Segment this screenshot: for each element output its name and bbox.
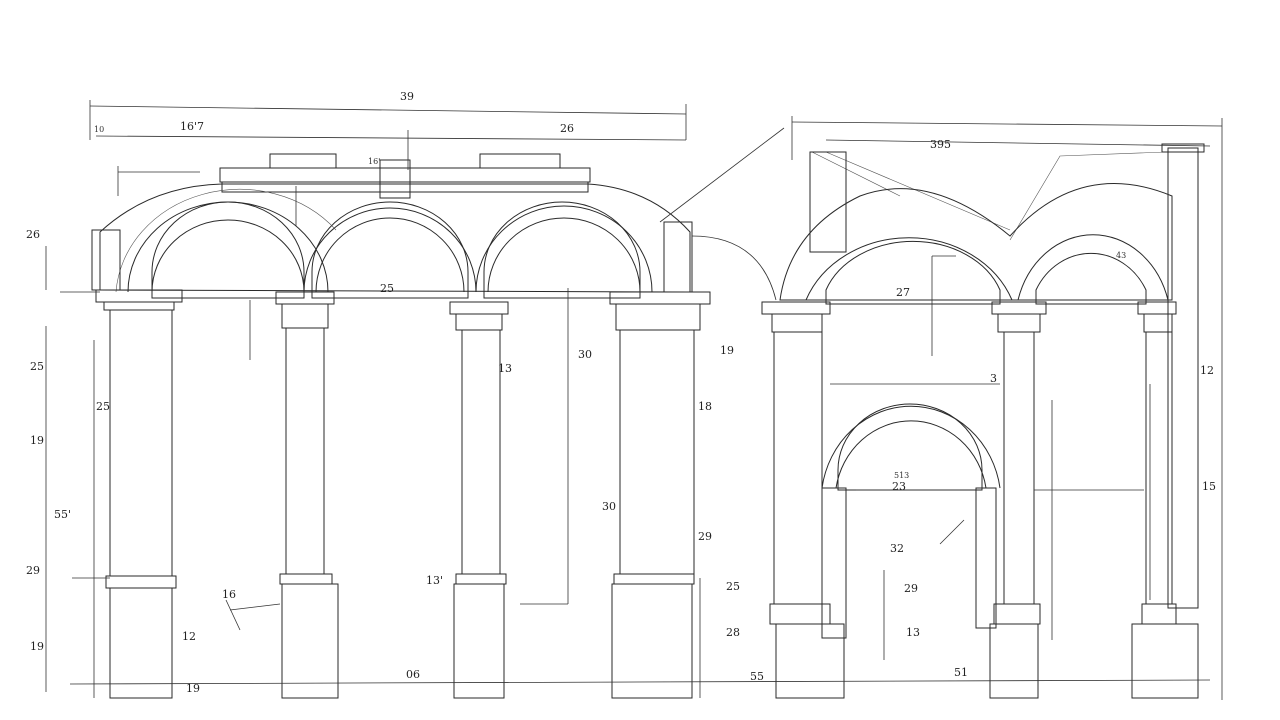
- left-arch-2-voussoir: [303, 207, 477, 293]
- right-inner-pier-left: [821, 487, 847, 639]
- label-l-side-2: 25: [30, 360, 44, 373]
- label-l-side-6: 25: [96, 400, 110, 413]
- left-arch-3-intrados: [487, 217, 641, 293]
- left-arch-3-voussoir: [475, 205, 653, 293]
- left-arch-1-voussoir: [127, 201, 329, 293]
- left-attic-block: [269, 153, 337, 169]
- left-column-3: [449, 301, 509, 699]
- label-mid-2: 13: [498, 362, 512, 375]
- label-l-side-7: 12: [182, 630, 196, 643]
- label-r-9: 15: [1202, 480, 1216, 493]
- label-left-corner: 10: [94, 125, 104, 134]
- left-arch-1-opening: [151, 201, 305, 299]
- dimension-lines: [45, 100, 1223, 700]
- label-bot-left: 19: [30, 640, 44, 653]
- label-mid-7: 16: [222, 588, 236, 601]
- label-l-side-5: 29: [26, 564, 40, 577]
- right-inner-arch-opening: [837, 403, 983, 491]
- label-l-side-4: 55': [54, 508, 71, 521]
- label-r-5: 32: [890, 542, 904, 555]
- label-right-top: 395: [930, 138, 951, 151]
- label-r-2: 3: [990, 372, 997, 385]
- right-roof-slope-2: [1009, 151, 1167, 241]
- label-mid-5: 18: [698, 400, 712, 413]
- right-gable-block: [809, 151, 847, 253]
- label-mid-3: 30: [578, 348, 592, 361]
- right-column-3: [1131, 143, 1205, 699]
- label-mid-12: 06: [406, 668, 420, 681]
- right-roof-slope-1: [811, 151, 1011, 231]
- right-spandrel: [779, 183, 1173, 301]
- label-fig: 16': [368, 157, 380, 166]
- dimension-labels: 39 16'7 26 10 395 16' 26 25 19 55' 29 25…: [26, 90, 1216, 695]
- left-arcade: [91, 153, 711, 699]
- label-mid-6: 13': [426, 574, 443, 587]
- right-arcade: [761, 143, 1205, 699]
- right-inner-arch-ring: [821, 405, 1001, 489]
- label-r-8: 51: [954, 666, 968, 679]
- label-r-10: 12: [1200, 364, 1214, 377]
- label-l-side-8: 19: [186, 682, 200, 695]
- right-arch-2-voussoir: [1017, 234, 1169, 301]
- label-r-1: 27: [896, 286, 910, 299]
- left-attic-block-2: [479, 153, 561, 169]
- label-r-3: 513: [894, 471, 909, 480]
- left-column-4: [609, 221, 711, 699]
- right-inner-arch-ring-2: [835, 420, 987, 489]
- label-mid-11: 28: [726, 626, 740, 639]
- right-arch-2-opening: [1035, 252, 1147, 305]
- label-top-mid: 26: [560, 122, 574, 135]
- right-arch-1-voussoir: [805, 237, 1013, 301]
- left-cornice: [221, 181, 589, 193]
- label-mid-4: 19: [720, 344, 734, 357]
- label-l-side-3: 19: [30, 434, 44, 447]
- label-mid-8: 30: [602, 500, 616, 513]
- label-r-4: 23: [892, 480, 906, 493]
- left-column-1: [91, 229, 183, 699]
- label-bot-right: 55: [750, 670, 764, 683]
- label-mid-1: 25: [380, 282, 394, 295]
- label-mid-9: 29: [698, 530, 712, 543]
- left-outer-arch: [115, 189, 337, 293]
- label-r-6: 29: [904, 582, 918, 595]
- left-arch-2-intrados: [315, 217, 465, 293]
- label-l-side-1: 26: [26, 228, 40, 241]
- left-arch-1-intrados: [151, 219, 305, 293]
- left-arch-3-opening: [483, 201, 641, 299]
- right-inner-pier-right: [975, 487, 997, 629]
- right-column-2: [989, 301, 1047, 699]
- right-column-1: [761, 301, 845, 699]
- left-parapet: [219, 167, 591, 183]
- label-top-left: 16'7: [180, 120, 204, 133]
- label-mid-10: 25: [726, 580, 740, 593]
- left-spandrel: [99, 183, 691, 293]
- label-r-7: 13: [906, 626, 920, 639]
- label-r-11: 43: [1116, 251, 1126, 260]
- right-arch-1-opening: [825, 240, 1001, 305]
- left-column-2: [275, 291, 339, 699]
- left-keystone-block: [379, 159, 411, 199]
- label-top-overall: 39: [400, 90, 414, 103]
